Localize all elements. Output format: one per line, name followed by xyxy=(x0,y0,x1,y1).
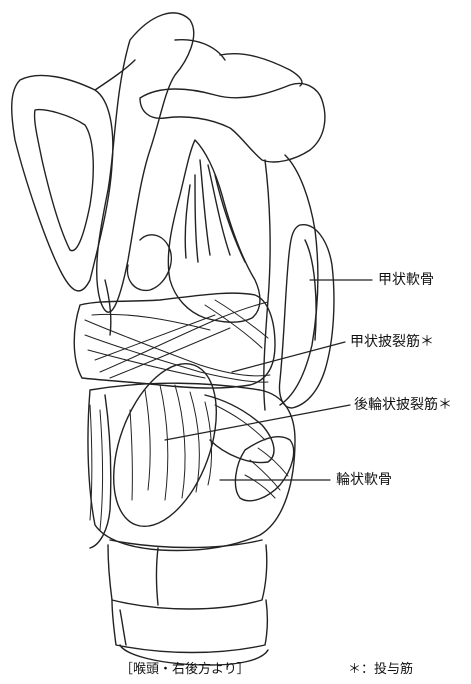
cricoid-cartilage-shape xyxy=(88,383,295,550)
label-posterior-cricoarytenoid-muscle: 後輪状披裂筋＊ xyxy=(354,397,452,413)
label-thyroarytenoid-muscle: 甲状披裂筋＊ xyxy=(350,334,434,350)
arytenoid-shape xyxy=(105,140,260,335)
trachea-shape xyxy=(108,540,268,665)
figure-caption: ［喉頭・右後方より］ xyxy=(120,662,250,678)
thyroarytenoid-muscle-shape xyxy=(74,293,275,388)
epiglottis-shape xyxy=(12,13,194,312)
figure-note: ＊：投与筋 xyxy=(348,662,413,678)
label-cricoid-cartilage: 輪状軟骨 xyxy=(336,472,392,488)
label-thyroid-cartilage: 甲状軟骨 xyxy=(378,272,434,288)
thyroid-cartilage-shape xyxy=(280,225,334,408)
